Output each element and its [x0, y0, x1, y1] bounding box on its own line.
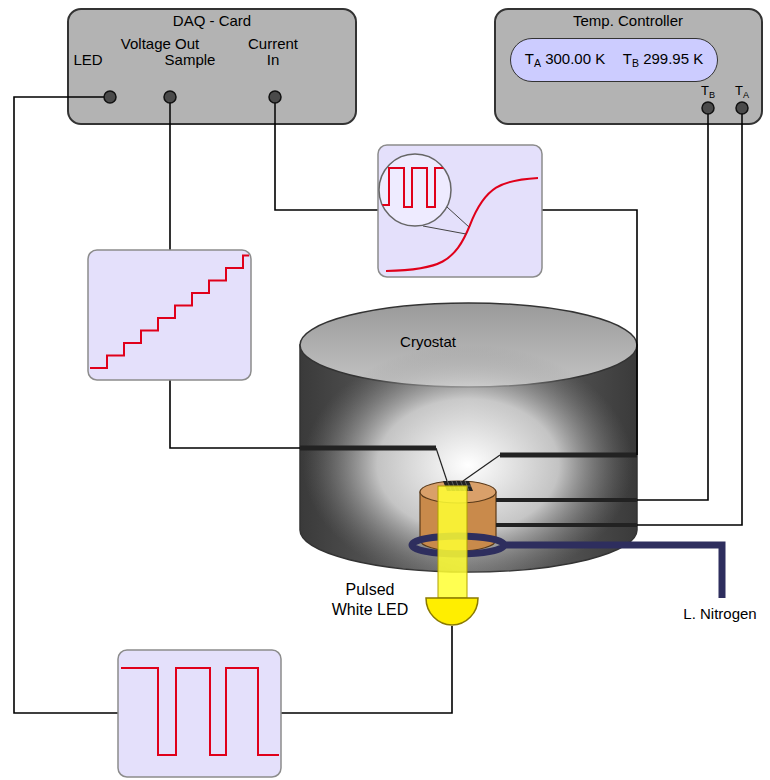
- node-heading: Pulsed White LED: [324, 580, 416, 620]
- sample-wire-inside: [300, 446, 436, 451]
- bond-wire: [436, 448, 447, 481]
- tb-wire-inside: [496, 498, 637, 502]
- port-terminal: [164, 91, 176, 103]
- signal-wire: [14, 97, 452, 713]
- port-label: TB 299.95 K: [614, 51, 712, 67]
- signal-wire: [637, 125, 742, 525]
- node-heading: Cryostat: [368, 334, 488, 350]
- bond-wire: [463, 455, 500, 481]
- symbol-subscript: B: [632, 57, 639, 69]
- nitrogen-pipe: [502, 545, 722, 598]
- port-label: TB: [693, 83, 723, 99]
- inset-panel: [378, 145, 542, 277]
- led-bulb: [426, 598, 478, 625]
- temp-controller-box: TA 300.00 KTB 299.95 KTemp. Controller: [494, 8, 763, 125]
- zoom-line: [447, 207, 469, 227]
- node-heading: Temp. Controller: [528, 13, 728, 29]
- port-terminal: [269, 91, 281, 103]
- symbol-subscript: B: [709, 90, 715, 100]
- temperature-display: TA 300.00 KTB 299.95 K: [510, 38, 718, 82]
- symbol-subscript: A: [743, 90, 749, 100]
- reading-value: 299.95 K: [639, 50, 703, 67]
- port-label: Current In: [242, 36, 304, 68]
- pulsed-led: Pulsed White LED: [325, 578, 482, 626]
- port-terminal: [104, 91, 116, 103]
- signal-wire: [275, 125, 637, 455]
- symbol-subscript: A: [534, 57, 541, 69]
- symbol-letter: T: [623, 50, 632, 67]
- node-heading: DAQ - Card: [122, 13, 302, 29]
- symbol-letter: T: [525, 50, 534, 67]
- port-label: Voltage Out: [100, 36, 220, 52]
- zoom-line: [423, 226, 466, 234]
- cryostat: Cryostat: [300, 300, 637, 575]
- symbol-letter: T: [701, 83, 709, 98]
- square-wave-signal: [121, 668, 279, 755]
- inset-panel: [88, 250, 251, 380]
- current-wire-inside: [500, 453, 637, 458]
- daq-card-box: DAQ - CardVoltage OutLEDSampleCurrent In: [67, 8, 357, 125]
- inset-panel: [118, 650, 281, 777]
- pulse-signal: [376, 168, 450, 207]
- light-beam: [438, 486, 467, 598]
- port-terminal: [702, 102, 714, 114]
- staircase-signal: [90, 256, 249, 369]
- ta-wire-inside: [496, 523, 637, 527]
- node-heading: TA 300.00 K: [516, 51, 614, 67]
- cryostat-glow: [303, 345, 633, 585]
- reading-value: 300.00 K: [541, 50, 605, 67]
- port-label: LED: [63, 52, 113, 68]
- port-label: Sample: [150, 52, 230, 68]
- port-label: TA: [727, 83, 757, 99]
- supply-label: L. Nitrogen: [674, 606, 766, 622]
- port-terminal: [736, 102, 748, 114]
- signal-wire: [637, 125, 708, 500]
- symbol-letter: T: [735, 83, 743, 98]
